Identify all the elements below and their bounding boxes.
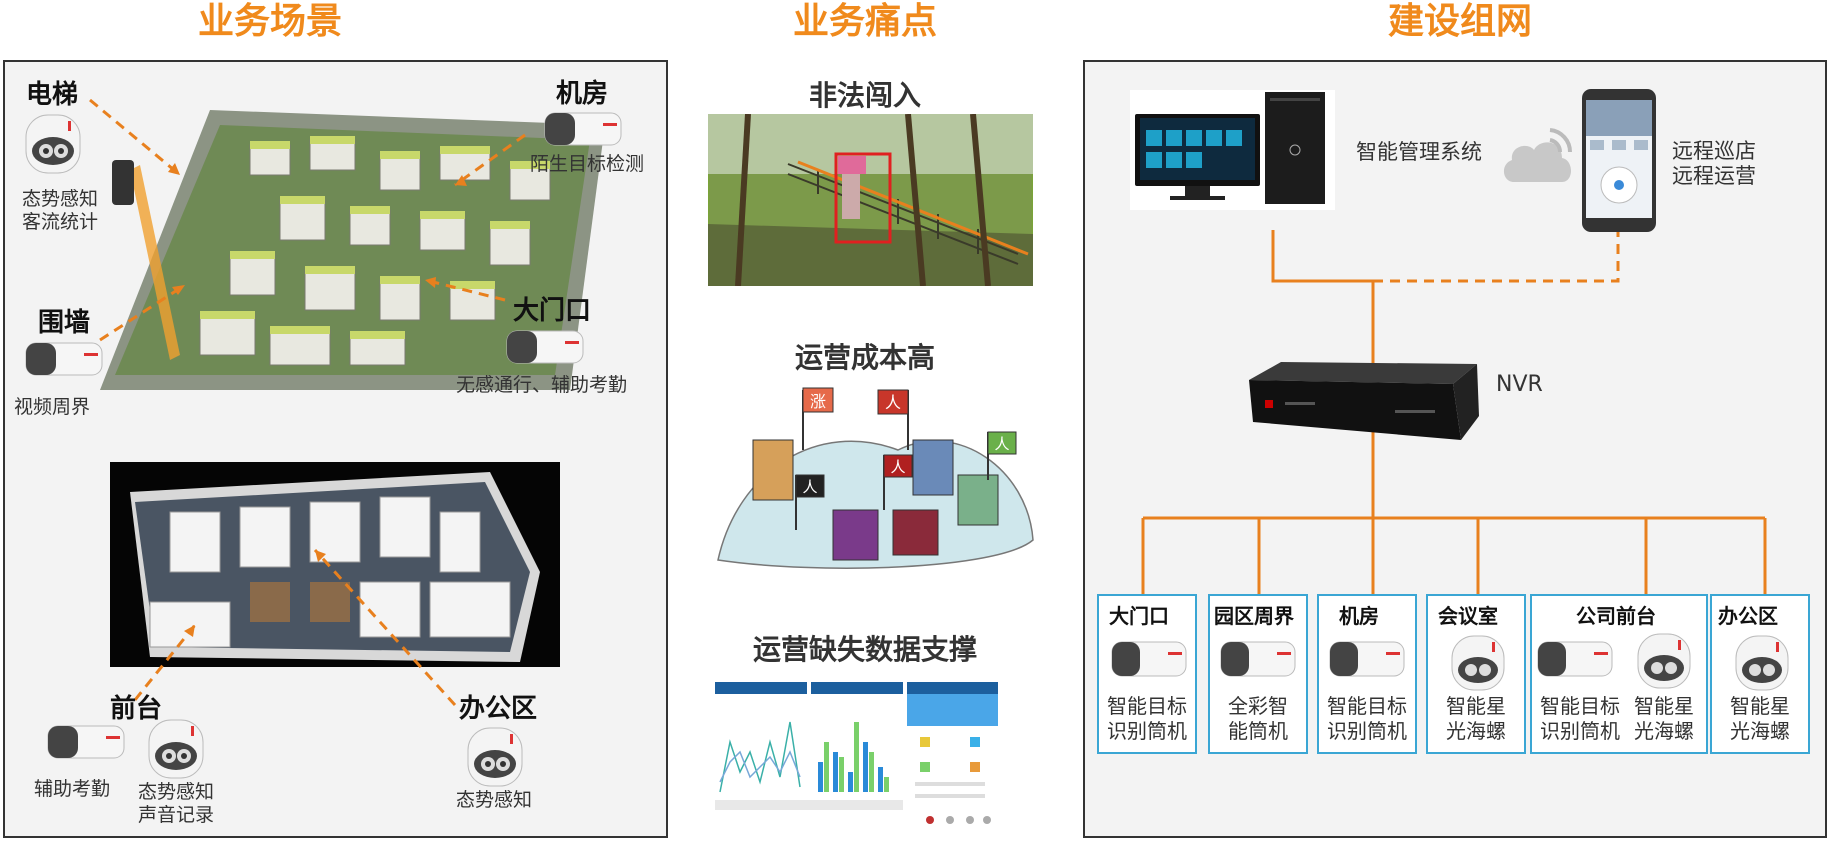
pain-cost-title: 运营成本高 [794, 341, 935, 374]
front-desk-dome-camera-icon [148, 719, 204, 779]
gate-title: 大门口 [513, 296, 592, 326]
elevator-dome-camera-icon [25, 114, 81, 174]
pain-data-title: 运营缺失数据支撑 [752, 633, 977, 666]
machine-room-title: 机房 [556, 79, 609, 109]
box-perimeter-bullet-camera-icon [1220, 641, 1296, 677]
elevator-desc-1: 态势感知 [21, 188, 98, 210]
gate-bullet-camera-icon [506, 330, 584, 364]
elevator-desc-2: 客流统计 [21, 211, 98, 233]
box-perimeter-desc: 全彩智 能筒机 [1228, 694, 1288, 743]
campus-aerial-image [100, 110, 605, 390]
intrusion-photo [708, 114, 1033, 286]
machine-room-desc: 陌生目标检测 [530, 153, 645, 175]
box-gate-bullet-camera-icon [1111, 641, 1187, 677]
front-desk-title: 前台 [110, 694, 163, 724]
office-title: 办公区 [459, 694, 538, 724]
cost-cartoon-image: 涨 人 人 人 人 [717, 387, 1034, 569]
cost-flag-1: 涨 [810, 392, 826, 411]
remote-label-2: 远程运营 [1672, 164, 1756, 188]
front-desk-cam1-desc: 辅助考勤 [34, 778, 111, 800]
box-office-desc: 智能星 光海螺 [1730, 694, 1790, 743]
remote-label-1: 远程巡店 [1672, 139, 1756, 163]
box-gate-desc: 智能目标 识别筒机 [1107, 694, 1187, 743]
box-front-desk-bullet-camera-icon [1537, 641, 1613, 677]
front-desk-cam2-desc-1: 态势感知 [137, 781, 214, 803]
box-perimeter: 园区周界 全彩智 能筒机 [1208, 594, 1308, 754]
box-machine-room: 机房 智能目标 识别筒机 [1317, 594, 1417, 754]
cost-flag-2: 人 [885, 393, 901, 412]
box-machine-room-title: 机房 [1339, 604, 1379, 628]
nvr-label: NVR [1496, 372, 1543, 397]
elevator-title: 电梯 [26, 80, 79, 110]
management-pc-image [1130, 90, 1335, 210]
nvr-device-image [1249, 362, 1479, 440]
box-gate: 大门口 智能目标 识别筒机 [1097, 594, 1197, 754]
office-dome-camera-icon [467, 727, 523, 787]
machine-room-bullet-camera-icon [544, 112, 622, 146]
box-front-desk-desc-b: 智能星 光海螺 [1634, 694, 1694, 743]
box-front-desk-desc-a: 智能目标 识别筒机 [1540, 694, 1620, 743]
front-desk-cam2-desc-2: 声音记录 [137, 804, 214, 826]
cost-flag-5: 人 [890, 458, 905, 476]
header-scenario: 业务场景 [197, 1, 342, 42]
box-meeting-room-title: 会议室 [1438, 604, 1498, 628]
cost-flag-4: 人 [802, 478, 817, 496]
scenario-pointer-lines [89, 98, 526, 707]
box-machine-room-desc: 智能目标 识别筒机 [1327, 694, 1407, 743]
box-meeting-room-desc: 智能星 光海螺 [1446, 694, 1506, 743]
wall-bullet-camera-icon [25, 342, 103, 376]
box-office-title: 办公区 [1718, 604, 1778, 628]
front-desk-bullet-camera-icon [47, 725, 125, 759]
office-floorplan-image [110, 462, 560, 667]
cloud-icon [1503, 128, 1573, 182]
box-meeting-room-dome-camera-icon [1451, 635, 1505, 691]
office-desc: 态势感知 [455, 789, 532, 811]
cost-flag-3: 人 [994, 435, 1009, 453]
header-pain: 业务痛点 [792, 1, 937, 42]
box-gate-title: 大门口 [1109, 604, 1169, 628]
box-meeting-room: 会议室 智能星 光海螺 [1426, 594, 1526, 754]
header-network: 建设组网 [1387, 1, 1532, 42]
box-front-desk-dome-camera-icon [1637, 633, 1691, 689]
box-front-desk-title: 公司前台 [1576, 604, 1656, 628]
box-office-dome-camera-icon [1735, 635, 1789, 691]
dashboard-screenshot-image [715, 682, 998, 832]
wall-desc: 视频周界 [14, 396, 91, 418]
box-front-desk: 公司前台 智能目标 识别筒机 智能星 光海螺 [1530, 594, 1708, 754]
box-machine-room-bullet-camera-icon [1329, 641, 1405, 677]
mgmt-system-label: 智能管理系统 [1356, 140, 1482, 164]
box-perimeter-title: 园区周界 [1214, 604, 1294, 628]
wall-title: 围墙 [38, 308, 91, 338]
box-office: 办公区 智能星 光海螺 [1710, 594, 1810, 754]
smartphone-image [1582, 89, 1656, 232]
pain-intrusion-title: 非法闯入 [808, 79, 921, 112]
gate-desc: 无感通行、辅助考勤 [456, 374, 628, 396]
